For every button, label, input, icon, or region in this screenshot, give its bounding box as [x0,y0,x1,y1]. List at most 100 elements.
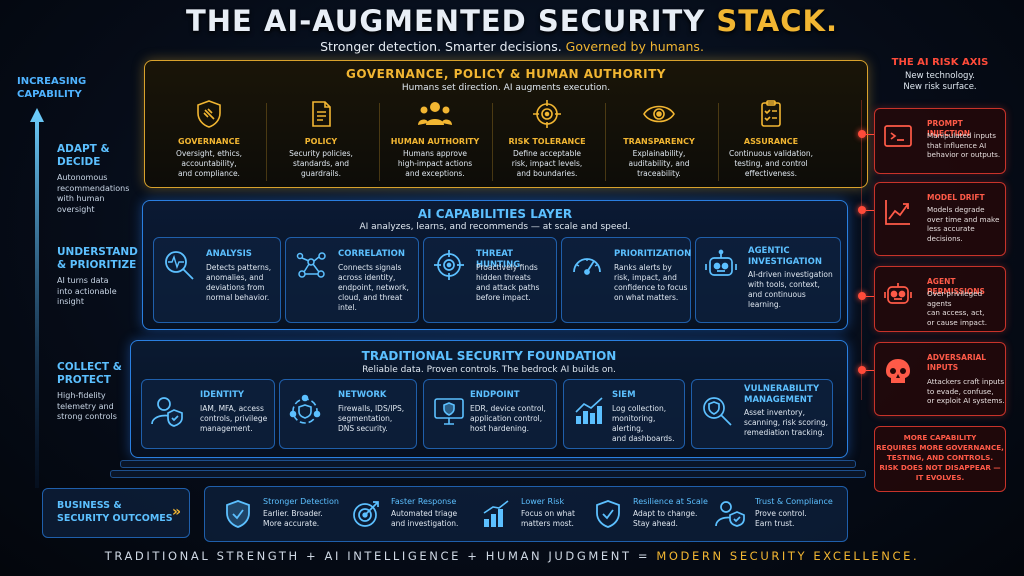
footer-main: TRADITIONAL STRENGTH + AI INTELLIGENCE +… [104,549,657,563]
subtitle-accent: Governed by humans. [565,39,704,54]
risk-card-title: MODEL DRIFT [927,193,985,202]
outcome-desc: Prove control.Earn trust. [755,509,807,528]
risk-connector [866,296,874,297]
outcome-title: Resilience at Scale [633,497,708,506]
risk-note-line: REQUIRES MORE GOVERNANCE, [876,443,1004,452]
shield-check-icon [223,499,253,529]
trad-title: TRADITIONAL SECURITY FOUNDATION [361,349,617,363]
divider [605,103,606,181]
risk-note-line: MORE CAPABILITY [903,433,977,442]
axis-label-line1: INCREASING [17,76,87,87]
stage-title: COLLECT &PROTECT [57,361,122,386]
trad-card-siem: SIEM Log collection,monitoring, alerting… [563,379,685,449]
trend-up-icon [883,197,913,227]
gov-item-title: POLICY [304,137,338,146]
skull-icon [883,357,913,387]
foundation-base [120,460,856,468]
outcomes-label: BUSINESS &SECURITY OUTCOMES [42,488,190,538]
risk-connector [866,134,874,135]
risk-connector [866,210,874,211]
outcome-desc: Earlier. Broader.More accurate. [263,509,323,528]
title-main: THE AI-AUGMENTED SECURITY [186,4,717,38]
outcomes-bar: Stronger Detection Earlier. Broader.More… [204,486,848,542]
gov-item-desc: Continuous validation,testing, and contr… [728,149,814,178]
magnifier-pulse-icon [162,248,196,282]
outcome-title: Faster Response [391,497,457,506]
outcome-title: Stronger Detection [263,497,339,506]
risk-dot [858,130,866,138]
risk-note: MORE CAPABILITY REQUIRES MORE GOVERNANCE… [874,426,1006,492]
card-title: CORRELATION [338,249,405,259]
eye-icon [605,99,713,129]
outcome-title: Lower Risk [521,497,565,506]
footer-tagline: TRADITIONAL STRENGTH + AI INTELLIGENCE +… [0,549,1024,563]
card-title: ANALYSIS [206,249,252,259]
divider [379,103,380,181]
chevron-right-icon: » [172,504,182,520]
gov-item-title: GOVERNANCE [178,137,240,146]
search-shield-icon [700,394,734,428]
ai-subtitle: AI analyzes, learns, and recommends — at… [359,222,631,232]
governance-subtitle: Humans set direction. AI augments execut… [401,83,611,93]
bar-chart-icon [572,394,606,428]
card-title: IDENTITY [200,390,245,400]
stage-title: ADAPT &DECIDE [57,143,110,168]
checklist-icon [717,99,825,129]
ai-capabilities-panel: AI CAPABILITIES LAYER AI analyzes, learn… [142,200,848,330]
governance-panel: GOVERNANCE, POLICY & HUMAN AUTHORITY Hum… [144,60,868,188]
card-title: THREAT HUNTING [476,249,521,270]
ai-title: AI CAPABILITIES LAYER [417,207,573,221]
ai-card-analysis: ANALYSIS Detects patterns,anomalies, and… [153,237,281,323]
divider [492,103,493,181]
risk-connector [866,370,874,371]
card-title: NETWORK [338,390,387,400]
governance-title: GOVERNANCE, POLICY & HUMAN AUTHORITY [346,67,666,81]
risk-dot [858,366,866,374]
gov-item-title: ASSURANCE [743,137,799,146]
shield-gavel-icon [155,99,263,129]
outcome-desc: Adapt to change.Stay ahead. [633,509,698,528]
risk-note-line: TESTING, AND CONTROLS. [886,453,994,462]
stage-title: UNDERSTAND& PRIORITIZE [57,246,138,271]
gov-item-governance: GOVERNANCE Oversight, ethics,accountabil… [155,99,263,179]
terminal-icon [883,121,913,151]
risk-axis-title: THE AI RISK AXIS [891,57,989,68]
outcome-title: Trust & Compliance [755,497,833,506]
title-accent: STACK. [716,4,838,38]
bar-chart-icon [481,499,511,529]
gov-item-desc: Oversight, ethics,accountability,and com… [175,149,243,178]
risk-axis-subtitle: New technology.New risk surface. [903,71,977,92]
card-desc: Firewalls, IDS/IPS,segmentation,DNS secu… [338,404,405,433]
gov-item-title: TRANSPARENCY [623,137,695,146]
risk-dot [858,292,866,300]
card-desc: EDR, device control,application control,… [470,404,546,433]
network-nodes-icon [294,248,328,282]
target-arrow-icon [351,499,381,529]
